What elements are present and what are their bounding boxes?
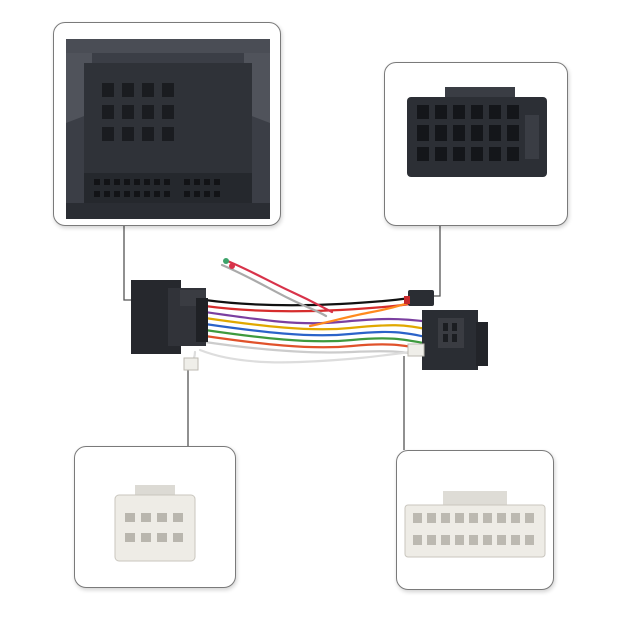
callout-top-left [53,22,281,226]
callout-bottom-left [74,446,236,588]
white-20-pin-connector-photo [404,491,546,558]
callout-top-right [384,62,568,226]
large-iso-connector-photo [66,39,270,219]
white-8-pin-connector-photo [114,485,196,562]
callout-bottom-right [396,450,554,590]
black-16-pin-connector-photo [407,87,547,177]
